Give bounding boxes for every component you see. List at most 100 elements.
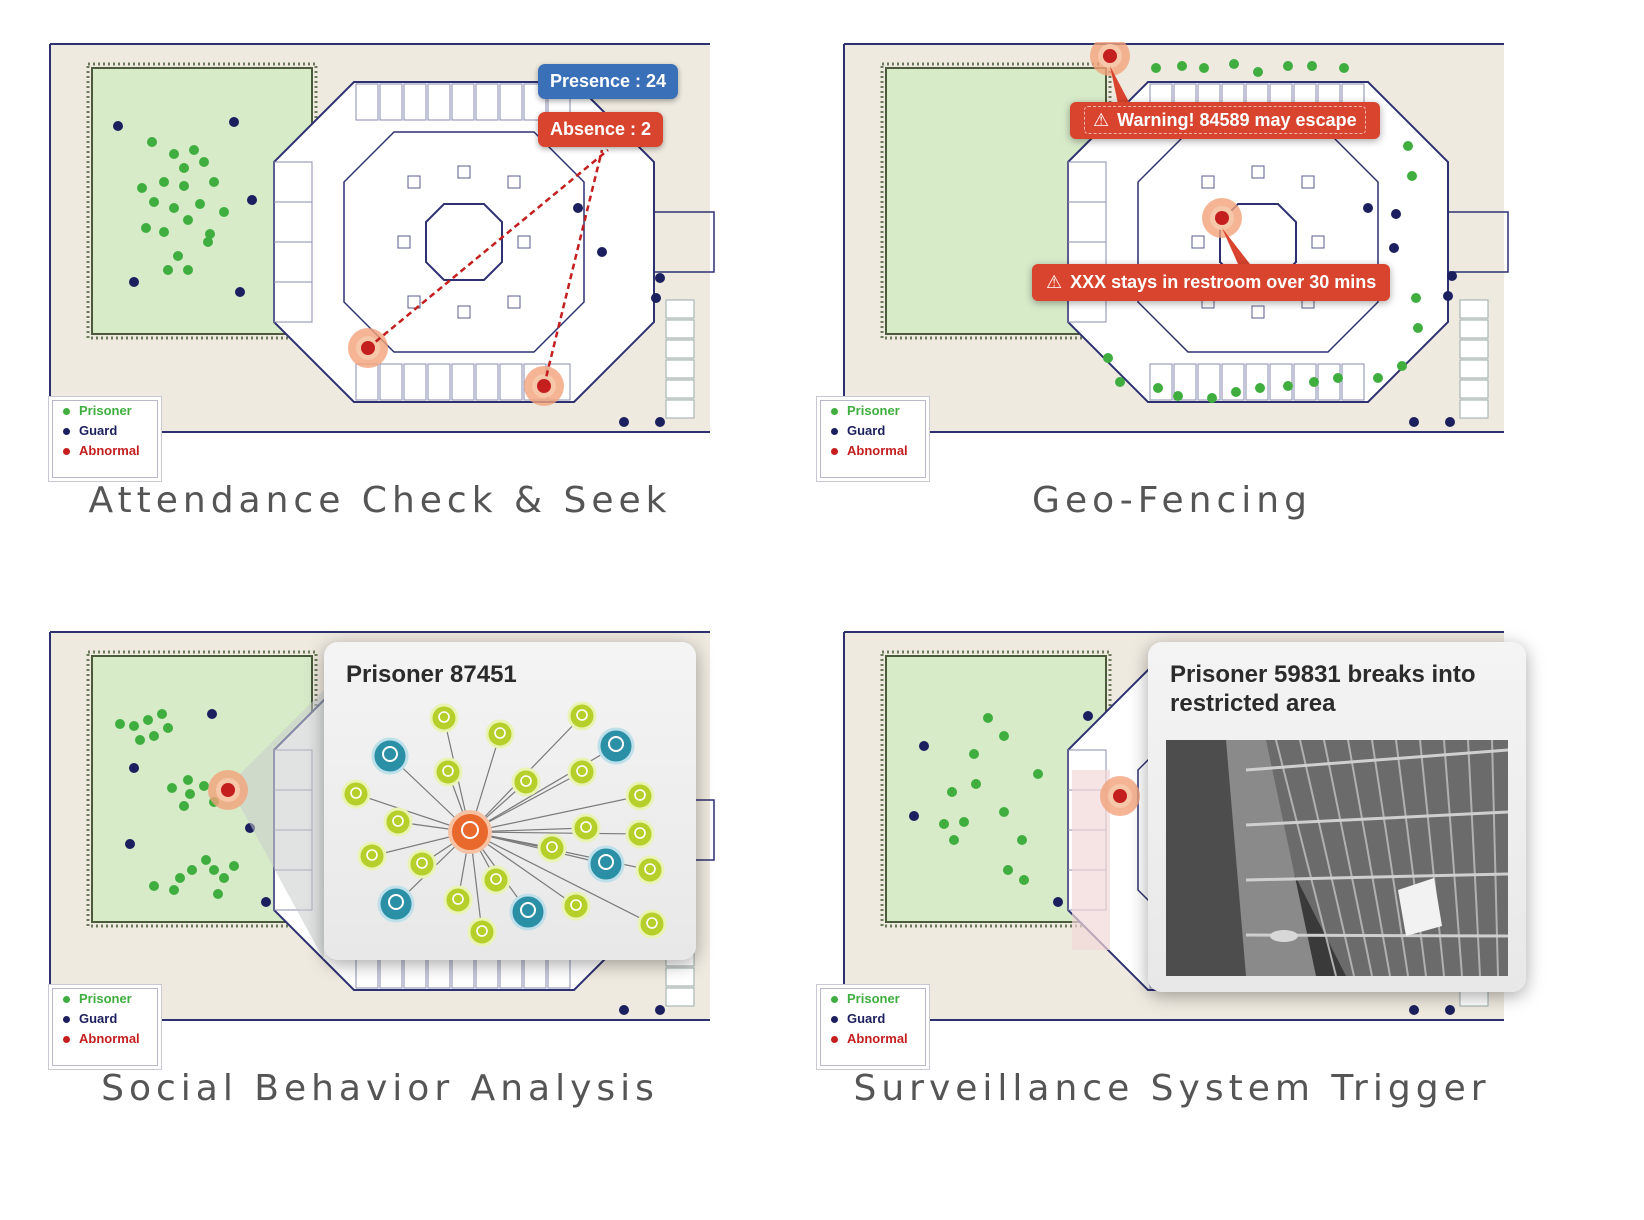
legend-dot	[831, 995, 838, 1003]
guard-station	[425, 203, 503, 281]
table	[457, 165, 471, 179]
guard-dot	[655, 417, 665, 427]
prisoner-dot	[135, 735, 145, 745]
prisoner-dot	[179, 801, 189, 811]
locker	[665, 319, 695, 339]
prisoner-dot	[1397, 361, 1407, 371]
floorplan-attendance	[49, 43, 715, 433]
graph-edge	[469, 831, 653, 925]
prisoner-dot	[203, 237, 213, 247]
prisoner-dot	[1177, 61, 1187, 71]
legend-item-guard: Guard	[821, 421, 925, 441]
absence-badge: Absence : 2	[538, 112, 664, 147]
table	[1251, 305, 1265, 319]
prisoner-dot	[115, 719, 125, 729]
legend-label: Guard	[79, 423, 118, 438]
legend-item-guard: Guard	[53, 1009, 157, 1029]
guard-dot	[235, 287, 245, 297]
prisoner-dot	[1231, 387, 1241, 397]
prisoner-dot	[183, 265, 193, 275]
prisoner-dot	[1255, 383, 1265, 393]
prisoner-dot	[157, 709, 167, 719]
warning-icon: ⚠	[1093, 110, 1110, 130]
legend-label: Abnormal	[847, 443, 908, 458]
guard-dot	[1389, 243, 1399, 253]
contact-node	[341, 779, 371, 809]
cell	[379, 363, 403, 401]
prisoner-dot	[163, 723, 173, 733]
contact-node	[537, 833, 567, 863]
legend-item-prisoner: Prisoner	[53, 401, 157, 421]
guard-dot	[655, 1005, 665, 1015]
prisoner-dot	[1151, 63, 1161, 73]
guard-dot	[125, 839, 135, 849]
guard-dot	[651, 293, 661, 303]
cell	[403, 83, 427, 121]
cell	[1221, 363, 1245, 401]
cell	[523, 83, 547, 121]
legend-item-prisoner: Prisoner	[53, 989, 157, 1009]
prisoner-dot	[949, 835, 959, 845]
graph-edge	[469, 745, 617, 833]
legend-label: Prisoner	[79, 991, 132, 1006]
legend-dot	[831, 1035, 838, 1043]
legend-dot	[63, 1015, 70, 1023]
prisoner-dot	[147, 137, 157, 147]
prisoner-dot	[159, 177, 169, 187]
graph-edge	[469, 795, 641, 833]
prisoner-dot	[129, 721, 139, 731]
person-icon	[438, 711, 450, 723]
cell	[475, 363, 499, 401]
table	[1301, 175, 1315, 189]
person-icon	[520, 775, 532, 787]
contact-node	[567, 757, 597, 787]
legend-label: Abnormal	[79, 1031, 140, 1046]
guard-dot	[655, 273, 665, 283]
prisoner-dot	[999, 807, 1009, 817]
prisoner-dot	[947, 787, 957, 797]
cell	[1341, 363, 1365, 401]
locker	[665, 987, 695, 1007]
prisoner-dot	[1033, 769, 1043, 779]
prisoner-dot	[1407, 171, 1417, 181]
railing	[1245, 810, 1508, 827]
locker	[665, 399, 695, 419]
prisoner-dot	[169, 203, 179, 213]
guard-dot	[129, 763, 139, 773]
prisoner-dot	[219, 207, 229, 217]
prisoner-dot	[159, 227, 169, 237]
guard-dot	[1363, 203, 1373, 213]
prisoner-dot	[199, 157, 209, 167]
prisoner-dot	[1115, 377, 1125, 387]
prisoner-dot	[999, 731, 1009, 741]
cell	[499, 83, 523, 121]
contact-node	[571, 813, 601, 843]
person-icon	[634, 827, 646, 839]
legend-dot	[831, 447, 838, 455]
contact-node	[635, 855, 665, 885]
legend-item-prisoner: Prisoner	[821, 989, 925, 1009]
associate-node	[509, 893, 547, 931]
guard-dot	[229, 117, 239, 127]
contact-node	[625, 819, 655, 849]
contact-node	[429, 703, 459, 733]
prisoner-dot	[1283, 61, 1293, 71]
legend-dot	[63, 995, 70, 1003]
subject-node	[448, 810, 492, 854]
guard-dot	[1409, 1005, 1419, 1015]
guard-dot	[1083, 711, 1093, 721]
contact-node	[467, 917, 497, 947]
legend-dot	[63, 407, 70, 415]
table	[1191, 235, 1205, 249]
prisoner-dot	[201, 855, 211, 865]
warning-icon: ⚠	[1046, 272, 1063, 292]
railing	[1245, 748, 1508, 772]
table	[1311, 235, 1325, 249]
person-icon	[388, 894, 404, 910]
associate-node	[371, 737, 409, 775]
legend-label: Prisoner	[847, 403, 900, 418]
prisoner-dot	[137, 183, 147, 193]
